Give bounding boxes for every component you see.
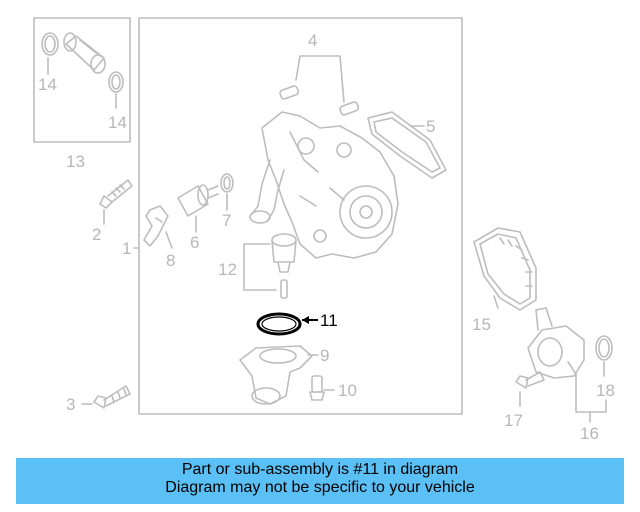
part-9-housing — [239, 345, 313, 405]
part-15-belt — [473, 227, 537, 311]
callout-14-top: 14 — [38, 75, 57, 94]
callout-15: 15 — [472, 315, 491, 334]
callout-16: 16 — [580, 424, 599, 443]
part-11-oring — [256, 312, 318, 336]
part-6-sensor — [177, 184, 219, 217]
part-16-flange — [527, 307, 585, 379]
leader-16 — [575, 373, 607, 413]
callout-10: 10 — [338, 381, 357, 400]
part-4-pin-a — [279, 85, 300, 100]
callout-12: 12 — [218, 260, 237, 279]
callout-4: 4 — [308, 31, 317, 50]
part-4-pin-b — [339, 101, 360, 116]
part-13-connector-tube — [63, 32, 106, 74]
callout-1: 1 — [122, 239, 131, 258]
part-5-gasket — [367, 111, 447, 179]
part-10-bolt — [309, 375, 325, 401]
callout-17: 17 — [504, 411, 523, 430]
callout-7: 7 — [222, 211, 231, 230]
main-assembly-frame — [138, 17, 463, 415]
callout-6: 6 — [190, 233, 199, 252]
callout-11: 11 — [320, 311, 338, 330]
callout-2: 2 — [92, 225, 101, 244]
callout-5: 5 — [426, 117, 435, 136]
banner-line-disclaimer: Diagram may not be specific to your vehi… — [165, 479, 475, 496]
callout-8: 8 — [166, 251, 175, 270]
water-pump-housing — [249, 111, 399, 259]
leader-12 — [243, 243, 277, 291]
leader-15 — [493, 295, 499, 309]
leader-4 — [295, 55, 345, 103]
callout-13: 13 — [66, 152, 85, 171]
callout-9: 9 — [320, 346, 329, 365]
callout-18: 18 — [596, 381, 615, 400]
part-14-seal-bottom — [108, 71, 124, 93]
part-18-seal — [595, 335, 613, 361]
banner-line-part: Part or sub-assembly is #11 in diagram — [181, 461, 459, 478]
leader-8 — [165, 231, 173, 249]
info-banner: Part or sub-assembly is #11 in diagram D… — [16, 458, 624, 504]
parts-diagram: 1 2 3 4 5 6 7 8 9 10 11 12 13 14 14 15 1… — [33, 17, 615, 443]
callout-3: 3 — [66, 395, 75, 414]
part-8-bracket — [143, 205, 169, 247]
callout-14-bottom: 14 — [108, 113, 127, 132]
part-2-bolt — [99, 179, 133, 209]
part-3-bolt — [93, 385, 131, 409]
part-7-oring — [220, 173, 234, 193]
group-13-frame — [33, 17, 131, 143]
part-14-seal-top — [41, 32, 59, 56]
part-12-thermostat — [271, 233, 297, 299]
part-17-bolt — [515, 371, 545, 389]
